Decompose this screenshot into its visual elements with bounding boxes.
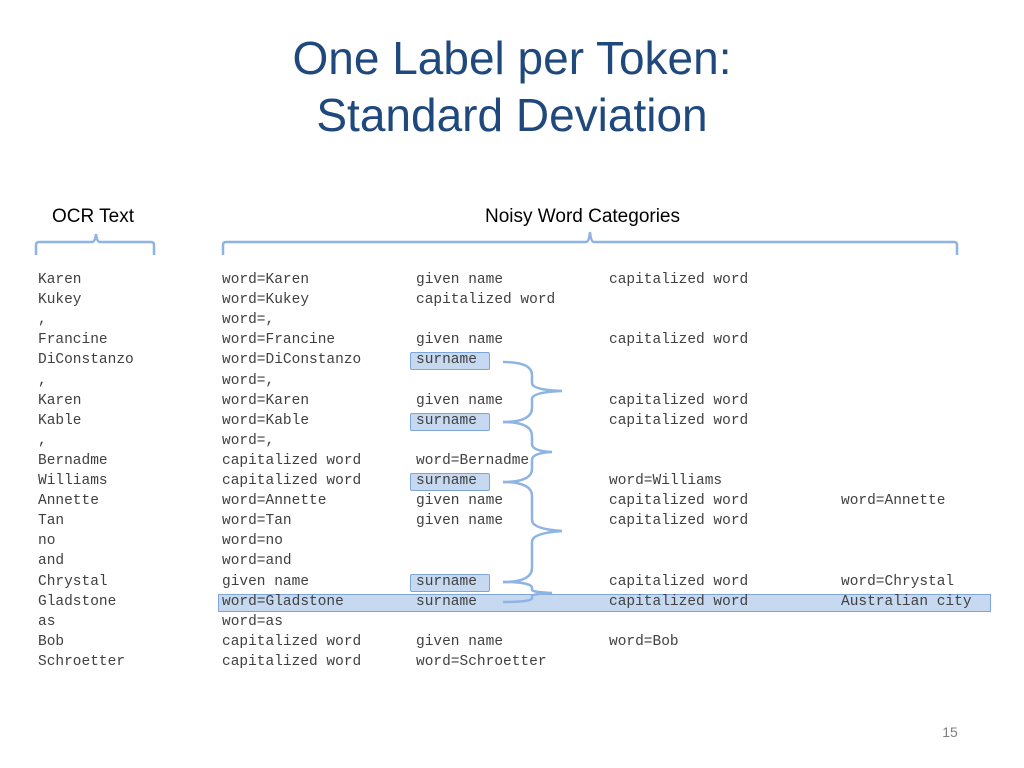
category-3: capitalized word	[609, 573, 749, 590]
category-3: capitalized word	[609, 513, 749, 530]
ocr-token: and	[38, 553, 65, 570]
surname-highlight	[410, 352, 490, 371]
category-4: word=Annette	[841, 493, 946, 510]
ocr-token: Bernadme	[38, 452, 108, 469]
ocr-token: ,	[38, 372, 47, 389]
ocr-token: Chrystal	[38, 573, 108, 590]
ocr-token: Schroetter	[38, 653, 126, 670]
ocr-token: Gladstone	[38, 593, 117, 610]
page-number: 15	[942, 724, 958, 740]
category-2: given name	[416, 272, 504, 288]
category-1: word=and	[222, 553, 292, 570]
surname-highlight	[410, 573, 490, 592]
category-1: word=DiConstanzo	[222, 352, 362, 369]
category-1: word=Karen	[222, 392, 310, 409]
category-1: word=no	[222, 533, 283, 550]
ocr-token: Kukey	[38, 292, 82, 309]
category-4: Australian city	[841, 593, 972, 610]
category-1: word=Karen	[222, 272, 310, 288]
category-1: word=Tan	[222, 513, 292, 530]
surname-brace-4	[502, 580, 553, 604]
category-1: word=Kukey	[222, 292, 310, 309]
ocr-token: as	[38, 613, 56, 630]
category-1: word=Francine	[222, 332, 336, 349]
category-3: capitalized word	[609, 332, 749, 349]
category-3: capitalized word	[609, 493, 749, 510]
ocr-text-header: OCR Text	[52, 206, 135, 227]
category-1: word=,	[222, 312, 275, 329]
category-2: word=Bernadme	[416, 452, 530, 469]
ocr-token: ,	[38, 312, 47, 329]
category-2: surname	[416, 412, 477, 429]
category-1: given name	[222, 573, 310, 590]
category-2: capitalized word	[416, 292, 556, 309]
category-3: capitalized word	[609, 392, 749, 409]
category-2: surname	[416, 473, 477, 489]
category-3: capitalized word	[609, 272, 749, 288]
title-line-1: One Label per Token:	[292, 32, 732, 84]
ocr-token: ,	[38, 432, 47, 449]
noisy-bracket	[221, 231, 959, 255]
category-2: word=Schroetter	[416, 653, 547, 670]
category-1: capitalized word	[222, 633, 362, 650]
ocr-token: Williams	[38, 473, 108, 489]
title-line-2: Standard Deviation	[316, 89, 708, 141]
category-1: capitalized word	[222, 653, 362, 670]
category-1: word=,	[222, 432, 275, 449]
category-2: surname	[416, 593, 477, 610]
ocr-token: no	[38, 533, 56, 550]
category-3: capitalized word	[609, 593, 749, 610]
surname-highlight	[410, 412, 490, 431]
ocr-token: Kable	[38, 412, 82, 429]
category-1: word=,	[222, 372, 275, 389]
category-3: capitalized word	[609, 412, 749, 429]
category-2: given name	[416, 493, 504, 510]
ocr-token: Francine	[38, 332, 108, 349]
noisy-categories-header: Noisy Word Categories	[485, 206, 681, 227]
category-2: given name	[416, 392, 504, 409]
category-1: word=as	[222, 613, 283, 630]
ocr-bracket	[34, 233, 156, 255]
category-1: capitalized word	[222, 452, 362, 469]
category-1: word=Annette	[222, 493, 327, 510]
ocr-token: Karen	[38, 392, 82, 409]
category-1: word=Gladstone	[222, 593, 344, 610]
ocr-token: Karen	[38, 272, 82, 288]
category-3: word=Bob	[609, 633, 679, 650]
ocr-token: DiConstanzo	[38, 352, 134, 369]
category-1: capitalized word	[222, 473, 362, 489]
surname-highlight	[410, 473, 490, 491]
category-4: word=Chrystal	[841, 573, 955, 590]
ocr-token: Annette	[38, 493, 99, 510]
category-2: surname	[416, 573, 477, 590]
category-2: given name	[416, 332, 504, 349]
category-3: word=Williams	[609, 473, 723, 489]
category-2: given name	[416, 633, 504, 650]
slide-title: One Label per Token: Standard Deviation	[0, 30, 1024, 144]
ocr-token: Tan	[38, 513, 65, 530]
surname-brace-3	[502, 480, 563, 584]
highlighted-row	[218, 593, 991, 612]
category-2: surname	[416, 352, 477, 369]
category-1: word=Kable	[222, 412, 310, 429]
ocr-token: Bob	[38, 633, 65, 650]
surname-brace-1	[502, 360, 563, 424]
category-2: given name	[416, 513, 504, 530]
surname-brace-2	[502, 420, 553, 484]
